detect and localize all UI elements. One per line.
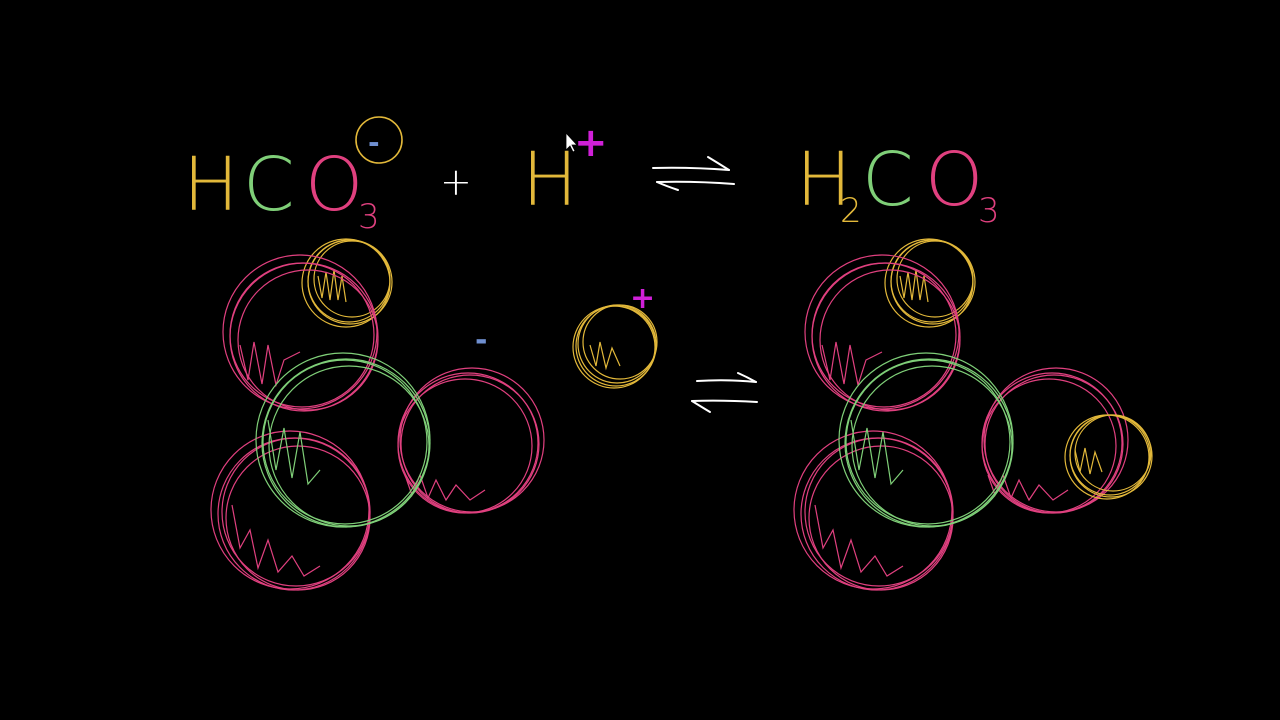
negative-charge-circle — [355, 116, 403, 164]
bicarbonate-formula: H C O 3 - — [183, 116, 403, 237]
carbonic-hydrogen-atom-right — [1064, 414, 1153, 500]
chemical-equation: H C O 3 - + H + H 2 C O — [183, 116, 1000, 237]
bicarbonate-h-letter: H — [183, 142, 239, 228]
carbonic-oxygen-atom-right — [981, 367, 1129, 514]
carbonic-oxygen-atom-top — [804, 254, 961, 412]
proton-formula: H + — [522, 120, 608, 223]
cursor-arrow-icon — [565, 131, 578, 153]
bicarbonate-oxygen-atom-top — [222, 254, 379, 412]
equilibrium-arrows-icon — [652, 156, 735, 191]
carbonic-o-subscript: 3 — [978, 191, 1000, 231]
carbonic-c-letter: C — [862, 137, 914, 223]
equilibrium-arrows-models-icon — [691, 372, 758, 413]
carbonic-h-subscript: 2 — [840, 191, 862, 231]
bicarbonate-o-subscript: 3 — [358, 197, 380, 237]
proton-h-letter: H — [522, 137, 578, 223]
proton-model-charge: + — [630, 281, 655, 316]
carbonic-h-letter: H — [796, 137, 852, 223]
proton-charge: + — [574, 120, 608, 166]
bicarbonate-carbon-atom — [255, 352, 431, 528]
bicarbonate-charge: - — [368, 126, 380, 159]
carbonic-acid-model — [793, 238, 1153, 591]
plus-sign: + — [440, 160, 472, 204]
carbonic-acid-formula: H 2 C O 3 — [796, 137, 1000, 231]
bicarbonate-model: - — [210, 238, 545, 591]
bicarbonate-oxygen-atom-right — [397, 367, 545, 514]
bicarbonate-oxygen-atom-bottom — [210, 430, 371, 591]
carbonic-o-letter: O — [925, 137, 983, 223]
bicarbonate-hydrogen-atom — [301, 238, 393, 328]
bicarbonate-o-letter: O — [305, 142, 363, 228]
bicarbonate-model-charge: - — [475, 323, 487, 358]
bicarbonate-c-letter: C — [243, 142, 295, 228]
carbonic-hydrogen-atom-top — [884, 238, 976, 328]
proton-atom — [572, 304, 658, 389]
proton-model: + — [572, 281, 658, 389]
carbonic-carbon-atom — [838, 352, 1014, 528]
carbonic-oxygen-atom-bottom — [793, 430, 954, 591]
